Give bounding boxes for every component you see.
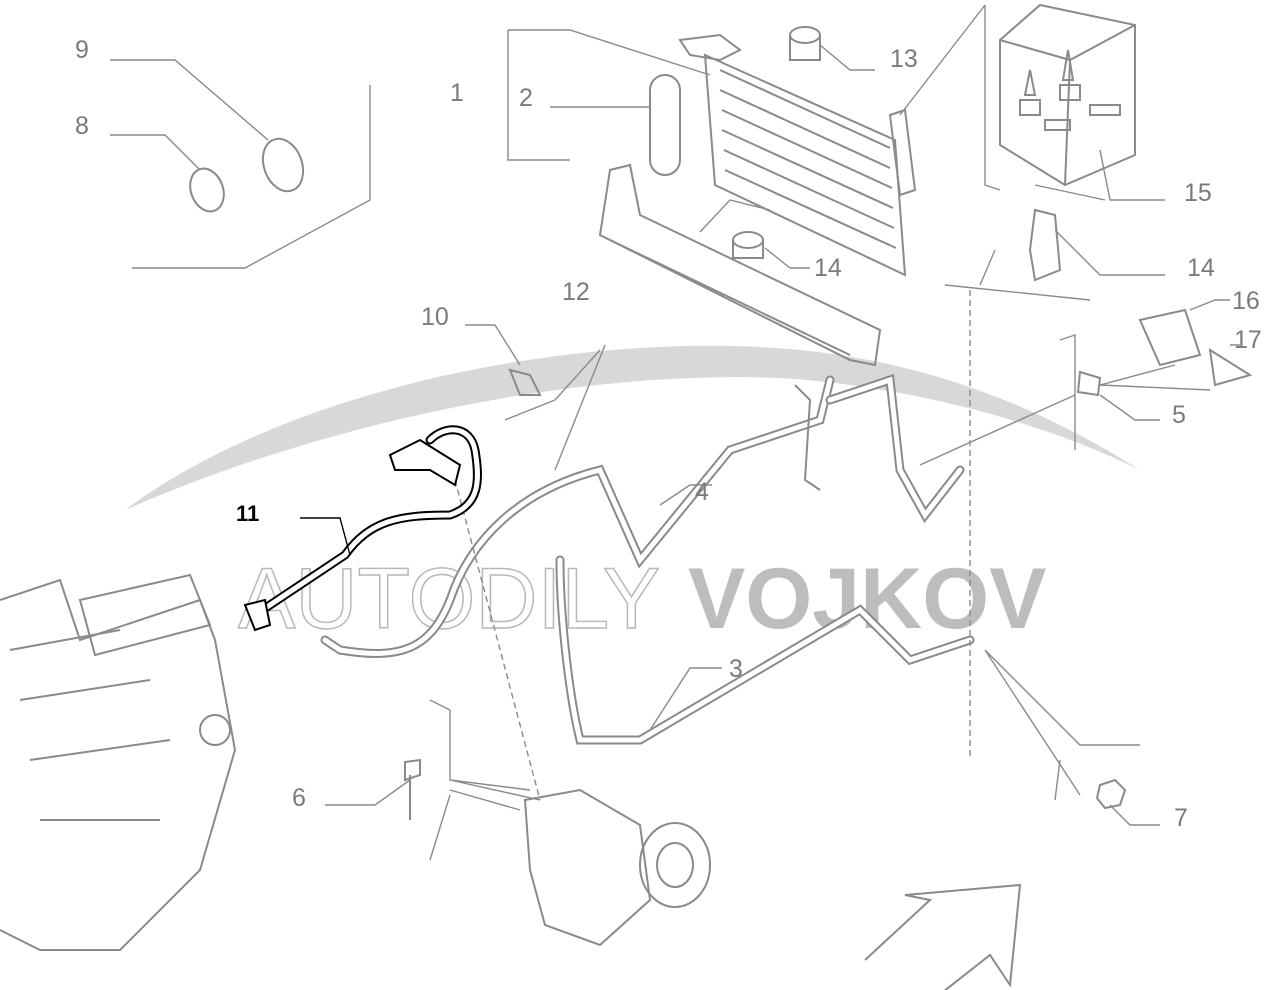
label-7: 7 — [1174, 804, 1188, 832]
switch-parts — [1138, 308, 1253, 387]
bracket — [508, 368, 542, 396]
label-10: 10 — [421, 303, 449, 331]
label-1: 1 — [450, 79, 464, 107]
part-labels: 9 8 1 2 13 15 14 14 12 10 16 17 5 4 11 3… — [75, 36, 1262, 832]
label-13: 14 — [1187, 254, 1215, 282]
label-16: 16 — [1232, 287, 1260, 315]
ac-hoses — [320, 290, 1140, 801]
clip — [1028, 208, 1062, 282]
compressor — [325, 699, 711, 947]
o-rings — [110, 59, 371, 269]
label-5: 5 — [1172, 401, 1186, 429]
condenser — [507, 4, 1091, 367]
direction-arrow — [864, 883, 1022, 990]
label-14-top: 13 — [890, 45, 918, 73]
hvac-unit — [0, 573, 237, 951]
label-17: 17 — [1234, 326, 1262, 354]
swoosh-logo — [125, 345, 1140, 510]
label-9: 9 — [75, 36, 89, 64]
label-15: 15 — [1184, 179, 1212, 207]
watermark-bold: VOJKOV — [688, 551, 1046, 647]
pipe-11-highlighted — [243, 425, 482, 632]
label-6: 6 — [292, 784, 306, 812]
label-2: 2 — [519, 84, 533, 112]
label-12: 12 — [562, 278, 590, 306]
nut — [1095, 778, 1127, 810]
label-14-bottom: 14 — [814, 254, 842, 282]
label-11: 11 — [236, 501, 259, 526]
fastener-inset — [999, 3, 1165, 201]
label-8: 8 — [75, 112, 89, 140]
label-4: 4 — [695, 478, 709, 506]
watermark: AUTODILY VOJKOV — [237, 550, 1046, 648]
label-3: 3 — [729, 655, 743, 683]
